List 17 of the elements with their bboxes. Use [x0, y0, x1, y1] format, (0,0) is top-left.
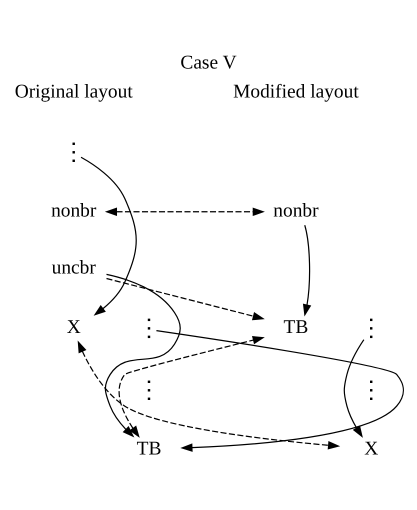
arrow	[104, 273, 181, 438]
diagram-title: Case V	[180, 52, 237, 73]
arrow	[78, 340, 340, 449]
arrow	[156, 330, 404, 452]
node-text: TB	[284, 316, 308, 338]
arrow	[104, 207, 265, 216]
node-text: nonbr	[51, 200, 96, 221]
label: Modified layout	[233, 80, 359, 102]
node-text: X	[66, 316, 81, 338]
arrow	[80, 156, 137, 316]
arrow	[344, 338, 364, 438]
arrow	[302, 224, 312, 316]
node-text: nonbr	[273, 200, 319, 221]
node-text: uncbr	[52, 256, 96, 278]
node-text: X	[364, 438, 378, 459]
label: Original layout	[14, 80, 133, 102]
node-text: TB	[136, 438, 162, 459]
